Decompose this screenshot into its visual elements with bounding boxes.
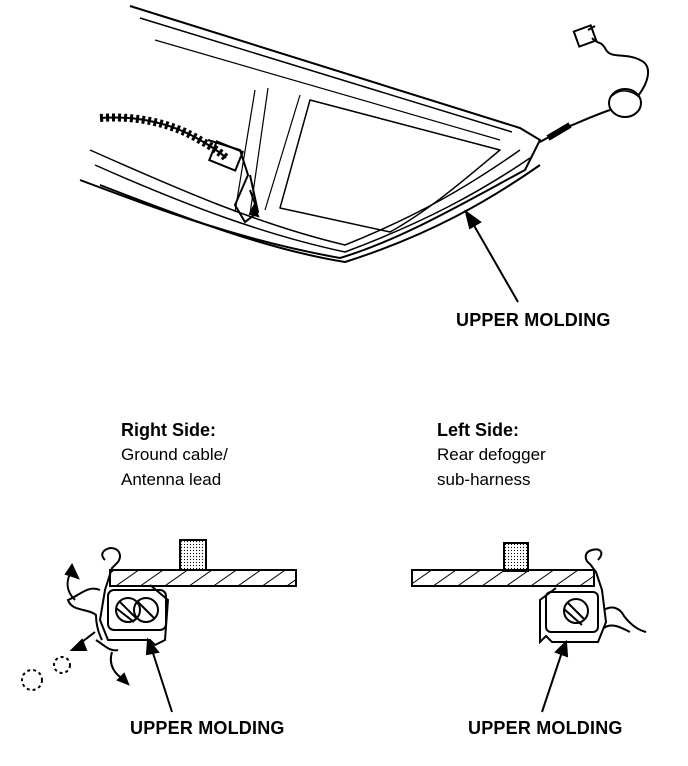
left-side-section	[411, 542, 647, 645]
right-side-line-1: Ground cable/	[121, 445, 228, 464]
top-molding-leader	[464, 209, 519, 303]
left-side-molding-label: UPPER MOLDING	[468, 718, 623, 738]
left-side-line-1: Rear defogger	[437, 445, 546, 464]
right-side-molding-leader	[145, 637, 173, 713]
left-side-title: Left Side:	[437, 420, 520, 440]
left-side-line-2: sub-harness	[437, 470, 531, 489]
right-side-molding-label: UPPER MOLDING	[130, 718, 285, 738]
right-side-title: Right Side:	[121, 420, 216, 440]
rear-window-illustration	[79, 5, 541, 263]
right-side-line-2: Antenna lead	[121, 470, 222, 489]
antenna-lead	[539, 24, 649, 143]
right-side-section	[21, 539, 297, 691]
defogger-harness	[99, 113, 260, 224]
left-side-molding-leader	[541, 639, 569, 713]
top-upper-molding-label: UPPER MOLDING	[456, 310, 611, 330]
